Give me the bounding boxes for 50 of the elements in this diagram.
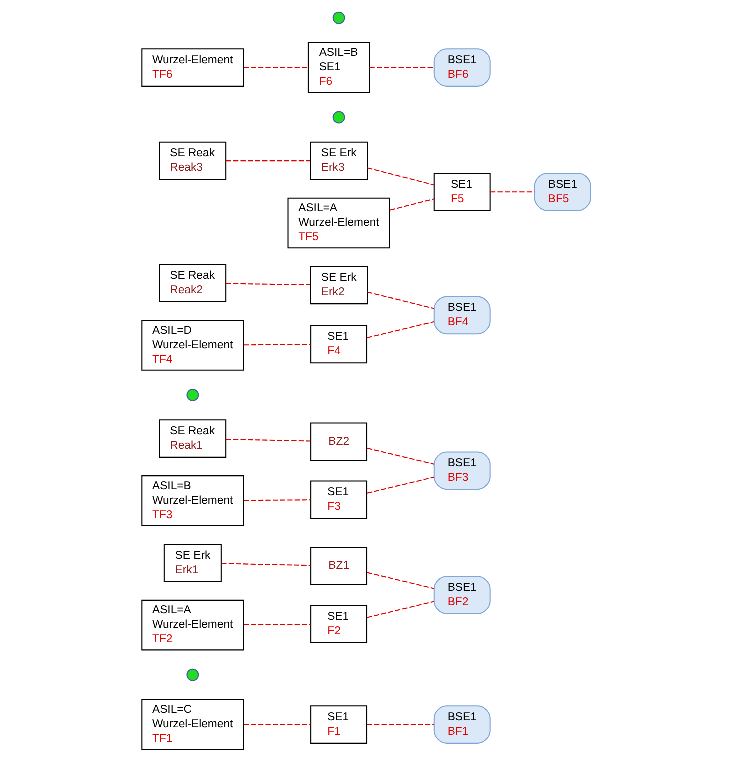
connector — [367, 572, 434, 590]
node-box: ASIL=A Wurzel-Element TF5 — [288, 198, 390, 249]
connector — [490, 192, 535, 193]
connector — [367, 601, 434, 618]
connector — [367, 476, 434, 494]
node-box: ASIL=B Wurzel-Element TF3 — [142, 476, 244, 526]
node-box: SE Reak Reak1 — [159, 420, 227, 458]
node-box: SE Erk Erk1 — [164, 544, 222, 582]
connector — [367, 448, 434, 465]
node-box: BSE1 BF2 — [434, 576, 491, 614]
node-box: ASIL=A Wurzel-Element TF2 — [142, 600, 244, 651]
connector — [244, 500, 311, 502]
node-box: BZ2 — [310, 422, 368, 462]
node-circle — [332, 12, 346, 24]
connector — [244, 344, 311, 346]
connector — [244, 724, 311, 726]
connector — [226, 160, 310, 162]
node-box: SE Erk Erk3 — [310, 142, 368, 180]
connector — [244, 67, 308, 68]
node-box: BSE1 BF3 — [434, 452, 491, 490]
node-box: SE Erk Erk2 — [310, 266, 368, 305]
connector — [370, 67, 434, 68]
node-box: SE1 F2 — [310, 605, 368, 644]
connector — [226, 283, 310, 286]
node-box: BSE1 BF4 — [434, 296, 491, 335]
node-box: ASIL=D Wurzel-Element TF4 — [142, 320, 244, 371]
node-circle — [186, 668, 200, 682]
node-box: ASIL=C Wurzel-Element TF1 — [142, 699, 244, 750]
node-box: SE1 F1 — [310, 706, 368, 744]
node-box: BSE1 BF5 — [534, 172, 592, 212]
connector — [367, 321, 434, 338]
connector — [244, 624, 311, 626]
node-box: BZ1 — [310, 547, 368, 586]
node-box: SE1 F5 — [434, 172, 491, 212]
node-box: SE1 F3 — [310, 480, 368, 520]
connector — [367, 168, 434, 186]
connector — [390, 198, 434, 211]
node-circle — [332, 111, 346, 124]
connector — [367, 724, 434, 726]
node-circle — [186, 389, 200, 402]
node-box: BSE1 BF6 — [434, 48, 491, 87]
node-box: ASIL=B SE1 F6 — [308, 42, 370, 94]
node-box: BSE1 BF1 — [434, 706, 491, 744]
node-box: Wurzel-Element TF6 — [142, 48, 244, 87]
connector — [222, 563, 311, 566]
connector — [226, 438, 311, 442]
node-box: SE1 F4 — [310, 325, 368, 364]
connector — [367, 292, 434, 310]
node-box: SE Reak Reak3 — [159, 142, 227, 180]
node-box: SE Reak Reak2 — [159, 264, 227, 302]
